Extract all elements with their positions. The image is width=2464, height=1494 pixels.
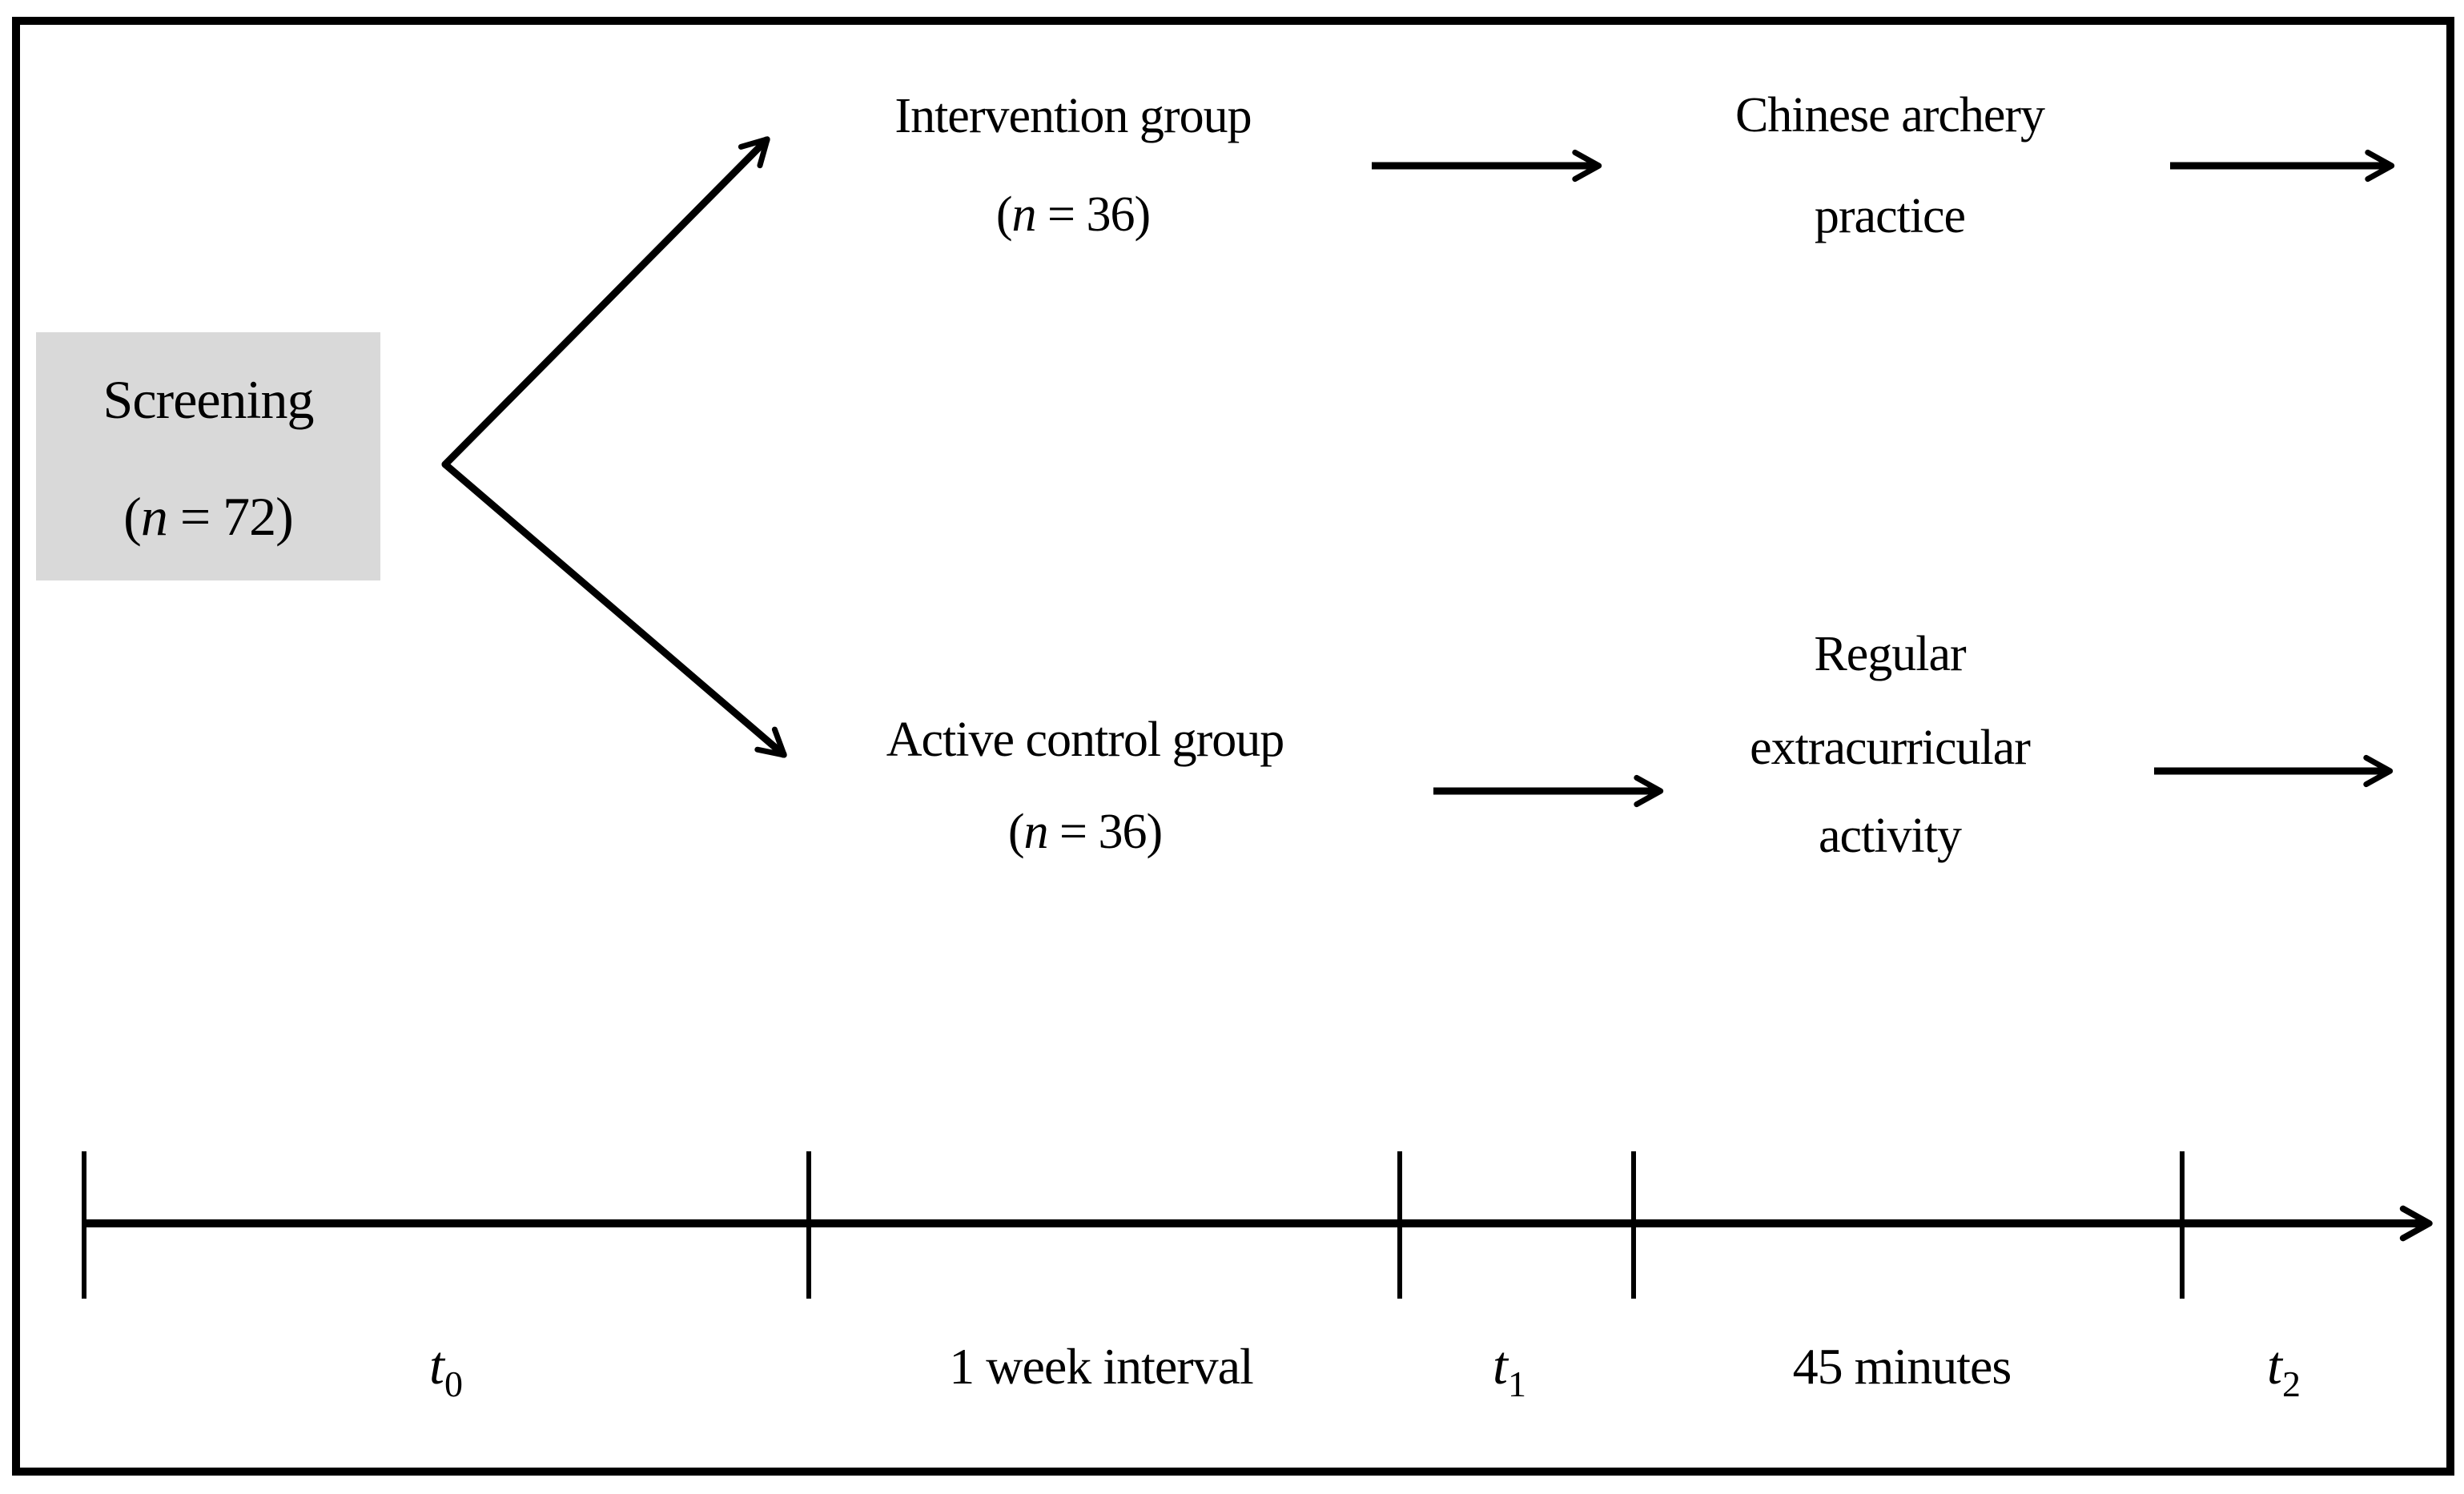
regular-activity-node: Regular extracurricular activity — [1750, 627, 2032, 863]
archery-activity-line2: practice — [1815, 189, 1965, 243]
figure-border — [12, 17, 2454, 1476]
screening-node: Screening (n = 72) — [36, 332, 380, 580]
intervention-group-node: Intervention group (n = 36) — [894, 89, 1252, 242]
timeline-label-t1: t1 — [1493, 1335, 1526, 1404]
screening-title: Screening — [103, 369, 314, 430]
regular-activity-line3: activity — [1819, 809, 1962, 863]
regular-activity-line1: Regular — [1814, 627, 1967, 681]
timeline: t0 1 week interval t1 45 minutes t2 — [82, 1151, 2433, 1404]
regular-activity-line2: extracurricular — [1750, 721, 2031, 775]
timeline-label-interval2: 45 minutes — [1793, 1338, 2012, 1395]
control-group-title: Active control group — [886, 713, 1284, 767]
control-group-node: Active control group (n = 36) — [886, 713, 1285, 859]
intervention-group-count: (n = 36) — [996, 187, 1150, 242]
intervention-group-title: Intervention group — [894, 89, 1251, 143]
screening-box — [36, 332, 380, 580]
archery-activity-node: Chinese archery practice — [1735, 88, 2046, 243]
timeline-label-t2: t2 — [2267, 1335, 2301, 1404]
screening-count: (n = 72) — [123, 486, 293, 547]
timeline-label-interval1: 1 week interval — [949, 1338, 1253, 1395]
branch-arrow-to-control — [441, 460, 787, 758]
branch-arrow-to-intervention — [441, 136, 770, 468]
archery-activity-line1: Chinese archery — [1735, 88, 2045, 143]
timeline-label-t0: t0 — [429, 1335, 463, 1404]
control-group-count: (n = 36) — [1008, 805, 1162, 859]
